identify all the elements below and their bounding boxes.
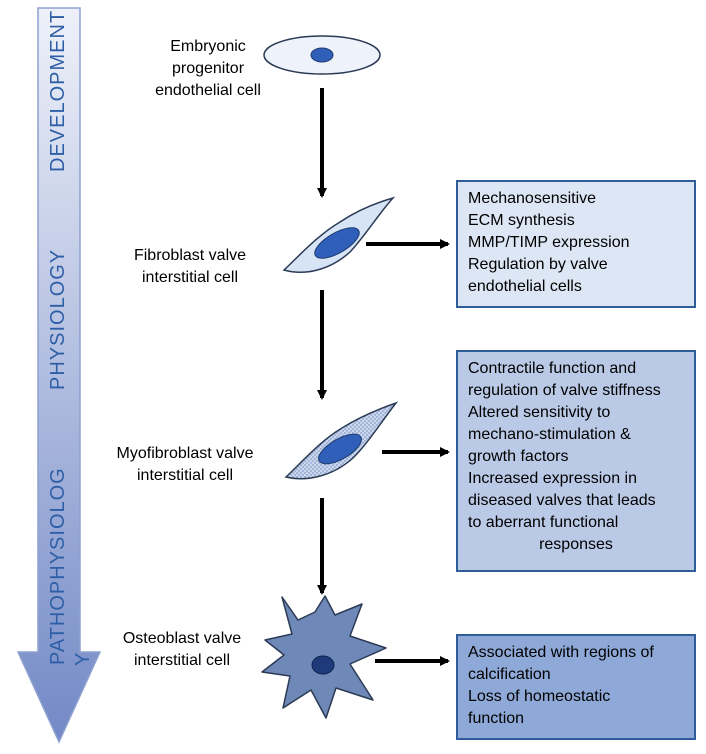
info-line: Altered sensitivity to [468, 404, 611, 421]
info-line: Loss of homeostatic [468, 688, 611, 705]
info-line: Mechanosensitive [468, 190, 597, 207]
cell-label-embryonic: Embryonic progenitor endothelial cell [155, 38, 261, 99]
stage-label-development: DEVELOPMENT [47, 9, 69, 172]
info-box-fibroblast: Mechanosensitive ECM synthesis MMP/TIMP … [456, 180, 696, 308]
stage-label-physiology: PHYSIOLOGY [47, 248, 69, 390]
info-box-myofibroblast: Contractile function and regulation of v… [456, 350, 696, 572]
info-line: Regulation by valve [468, 256, 608, 273]
info-line: diseased valves that leads [468, 492, 656, 509]
info-line: mechano-stimulation & [468, 426, 631, 443]
info-line: Increased expression in [468, 470, 637, 487]
cell-label-osteoblast: Osteoblast valve interstitial cell [122, 630, 242, 669]
myofibroblast-cell-icon [284, 401, 399, 480]
info-line: calcification [468, 666, 551, 683]
info-line: MMP/TIMP expression [468, 234, 630, 251]
osteoblast-cell-icon [261, 595, 387, 719]
embryonic-cell-icon [263, 35, 381, 75]
info-line: growth factors [468, 448, 569, 465]
cell-label-myofibroblast: Myofibroblast valve interstitial cell [116, 445, 254, 484]
stage-label-pathophysiology: PATHOPHYSIOLOG [47, 467, 69, 665]
timeline-arrow [16, 7, 102, 744]
info-line: Contractile function and [468, 360, 637, 377]
info-line: to aberrant functional [468, 514, 619, 531]
info-line: responses [539, 536, 613, 553]
info-box-osteoblast: Associated with regions of calcification… [456, 634, 696, 740]
fibroblast-cell-icon [282, 196, 396, 273]
info-line: endothelial cells [468, 278, 582, 295]
info-line: regulation of valve stiffness [468, 382, 661, 399]
info-line: ECM synthesis [468, 212, 575, 229]
cell-label-fibroblast: Fibroblast valve interstitial cell [133, 247, 247, 286]
info-line: Associated with regions of [468, 644, 654, 661]
info-line: function [468, 710, 525, 727]
stage-label-pathophysiology-y: Y [72, 651, 94, 666]
